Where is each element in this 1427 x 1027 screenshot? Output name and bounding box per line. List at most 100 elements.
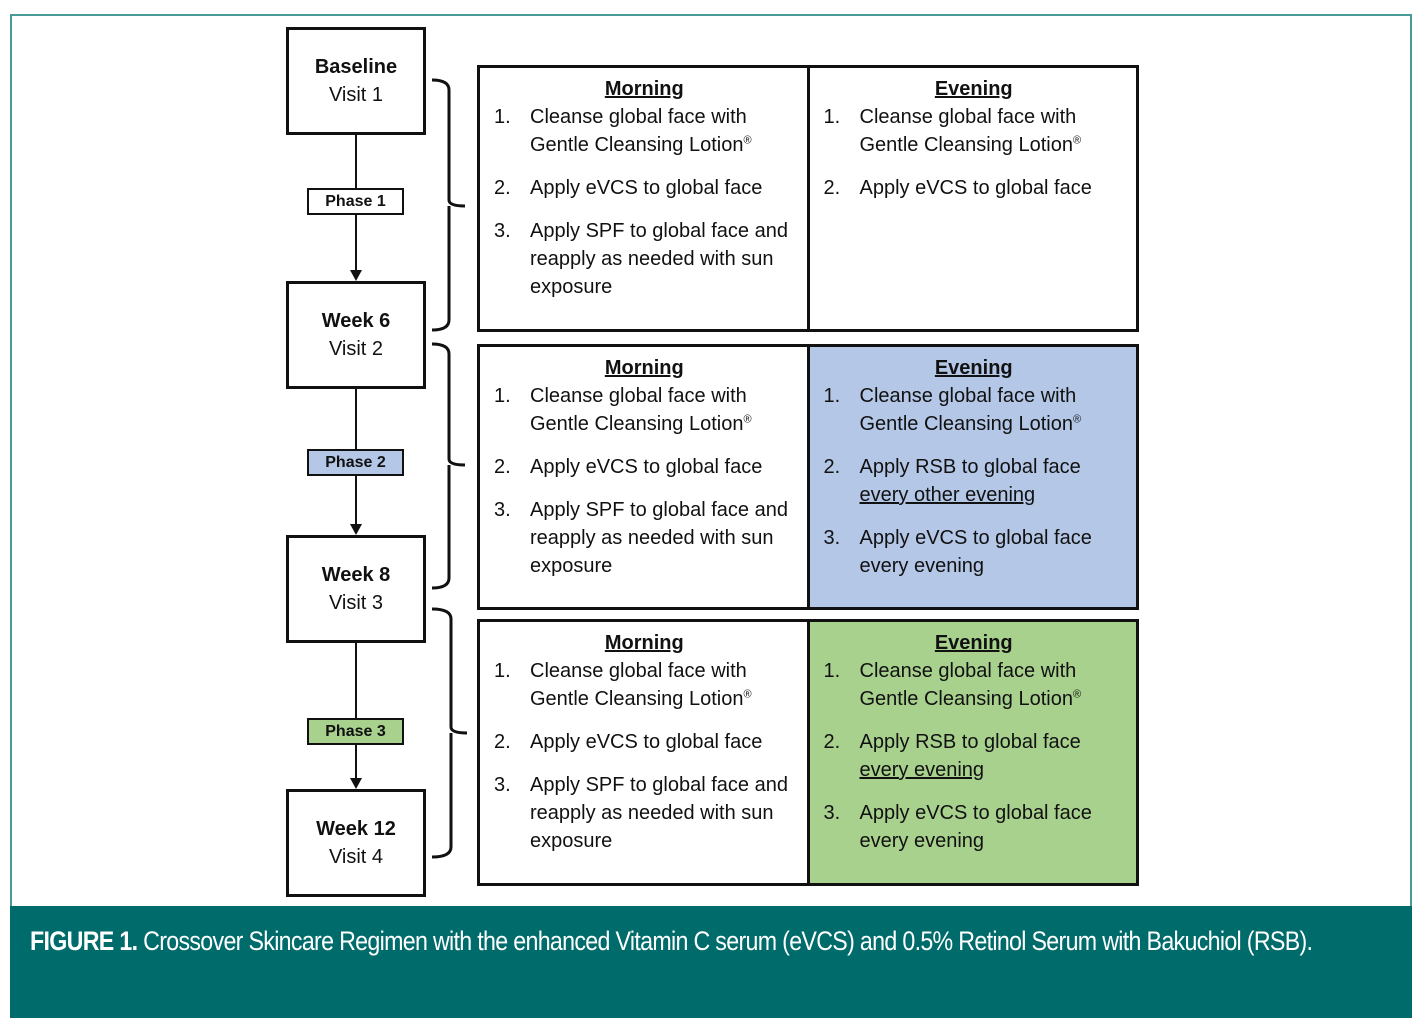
- step-text: Apply SPF to global face and reapply as …: [530, 220, 788, 298]
- morning-column: Morning 1. Cleanse global face with Gentl…: [480, 622, 807, 883]
- step-item: 1. Cleanse global face with Gentle Cleans…: [492, 382, 797, 438]
- step-text: Apply eVCS to global face: [530, 177, 763, 199]
- step-text: Apply eVCS to global face every evening: [859, 527, 1092, 577]
- step-number: 1.: [823, 106, 841, 128]
- step-item: 3. Apply eVCS to global face every evenin…: [822, 524, 1127, 580]
- brace-phase-2: [431, 342, 466, 590]
- step-number: 2.: [823, 456, 841, 478]
- phase-label-text: Phase 2: [325, 453, 386, 471]
- step-number: 2.: [494, 177, 511, 199]
- regimen-phase-2: Morning 1. Cleanse global face with Gentl…: [477, 344, 1139, 610]
- caption-text: Crossover Skincare Regimen with the enha…: [137, 926, 1313, 956]
- column-title: Evening: [934, 357, 1013, 379]
- phase-label-1: Phase 1: [307, 188, 404, 215]
- morning-column: Morning 1. Cleanse global face with Gentl…: [480, 347, 807, 607]
- morning-column: Morning 1. Cleanse global face with Gentl…: [480, 68, 807, 329]
- column-title: Morning: [604, 357, 684, 379]
- regimen-phase-1: Morning 1. Cleanse global face with Gentl…: [477, 65, 1139, 332]
- step-item: 3. Apply SPF to global face and reapply a…: [492, 217, 797, 301]
- step-item: 1. Cleanse global face with Gentle Cleans…: [492, 103, 797, 159]
- regimen-phase-3: Morning 1. Cleanse global face with Gentl…: [477, 619, 1139, 886]
- step-number: 3.: [494, 220, 511, 242]
- step-number: 3.: [823, 802, 841, 824]
- connector-line-3: [355, 643, 357, 779]
- phase-label-3: Phase 3: [307, 718, 404, 745]
- step-text: Apply eVCS to global face every evening: [859, 802, 1092, 852]
- visit-subtitle: Visit 2: [328, 338, 384, 360]
- column-title: Morning: [604, 78, 684, 100]
- brace-phase-3: [431, 607, 468, 859]
- step-item: 2. Apply RSB to global face every other e…: [822, 453, 1127, 509]
- visit-box-baseline: Baseline Visit 1: [286, 27, 426, 135]
- step-text: Cleanse global face with Gentle Cleansin…: [530, 385, 752, 435]
- arrow-down-icon: [350, 524, 362, 535]
- step-text: Cleanse global face with Gentle Cleansin…: [530, 660, 752, 710]
- frequency-emphasis: every evening: [859, 759, 985, 781]
- brace-phase-1: [431, 78, 466, 332]
- visit-subtitle: Visit 3: [328, 592, 384, 614]
- caption-label: FIGURE 1.: [30, 926, 138, 956]
- registered-mark: ®: [1072, 413, 1082, 426]
- column-title: Morning: [604, 632, 684, 654]
- visit-title: Baseline: [314, 56, 398, 78]
- step-number: 2.: [494, 731, 511, 753]
- step-text: Cleanse global face with Gentle Cleansin…: [859, 106, 1082, 156]
- phase-label-2: Phase 2: [307, 449, 404, 476]
- step-item: 2. Apply eVCS to global face: [492, 728, 797, 756]
- step-item: 1.Cleanse global face with Gentle Cleans…: [822, 657, 1127, 713]
- step-number: 1.: [494, 106, 511, 128]
- arrow-down-icon: [350, 270, 362, 281]
- step-number: 1.: [823, 660, 841, 682]
- step-number: 1.: [494, 385, 511, 407]
- step-number: 2.: [823, 177, 841, 199]
- visit-subtitle: Visit 1: [328, 84, 384, 106]
- step-item: 1. Cleanse global face with Gentle Cleans…: [822, 103, 1127, 159]
- registered-mark: ®: [1072, 134, 1082, 147]
- visit-box-week-8: Week 8 Visit 3: [286, 535, 426, 643]
- arrow-down-icon: [350, 778, 362, 789]
- step-item: 3. Apply SPF to global face and reapply a…: [492, 771, 797, 855]
- step-text: Apply SPF to global face and reapply as …: [530, 774, 788, 852]
- step-text: Apply RSB to global face every other eve…: [859, 456, 1081, 506]
- frequency-emphasis: every other evening: [859, 484, 1036, 506]
- step-text: Apply eVCS to global face: [859, 177, 1092, 199]
- step-item: 3. Apply eVCS to global face every evenin…: [822, 799, 1127, 855]
- step-item: 1.Cleanse global face with Gentle Cleans…: [822, 382, 1127, 438]
- step-item: 3. Apply SPF to global face and reapply a…: [492, 496, 797, 580]
- visit-subtitle: Visit 4: [328, 846, 384, 868]
- registered-mark: ®: [1072, 688, 1082, 701]
- step-item: 2. Apply eVCS to global face: [822, 174, 1127, 202]
- step-text: Apply RSB to global face every evening: [859, 731, 1081, 781]
- visit-box-week-6: Week 6 Visit 2: [286, 281, 426, 389]
- step-number: 1.: [823, 385, 841, 407]
- step-item: 2. Apply eVCS to global face: [492, 453, 797, 481]
- step-number: 2.: [494, 456, 511, 478]
- step-number: 3.: [494, 774, 511, 796]
- visit-title: Week 6: [321, 310, 391, 332]
- step-text: Apply eVCS to global face: [530, 456, 763, 478]
- column-title: Evening: [934, 632, 1013, 654]
- visit-box-week-12: Week 12 Visit 4: [286, 789, 426, 897]
- registered-mark: ®: [743, 688, 752, 701]
- evening-column: Evening 1.Cleanse global face with Gentl…: [806, 622, 1136, 883]
- visit-title: Week 12: [316, 818, 396, 840]
- step-text: Apply eVCS to global face: [530, 731, 763, 753]
- step-text: Apply SPF to global face and reapply as …: [530, 499, 788, 577]
- step-number: 1.: [494, 660, 511, 682]
- registered-mark: ®: [743, 413, 752, 426]
- step-number: 2.: [823, 731, 841, 753]
- step-text: Cleanse global face with Gentle Cleansin…: [530, 106, 752, 156]
- step-item: 2. Apply RSB to global face every evening: [822, 728, 1127, 784]
- phase-label-text: Phase 1: [325, 192, 386, 210]
- step-number: 3.: [823, 527, 841, 549]
- evening-column: Evening 1. Cleanse global face with Gentl…: [806, 68, 1137, 329]
- evening-column: Evening 1.Cleanse global face with Gentl…: [806, 347, 1136, 607]
- figure-caption: FIGURE 1. Crossover Skincare Regimen wit…: [10, 906, 1412, 1018]
- phase-label-text: Phase 3: [325, 722, 386, 740]
- registered-mark: ®: [743, 134, 752, 147]
- step-item: 1. Cleanse global face with Gentle Cleans…: [492, 657, 797, 713]
- column-title: Evening: [934, 78, 1013, 100]
- step-number: 3.: [494, 499, 511, 521]
- visit-title: Week 8: [321, 564, 391, 586]
